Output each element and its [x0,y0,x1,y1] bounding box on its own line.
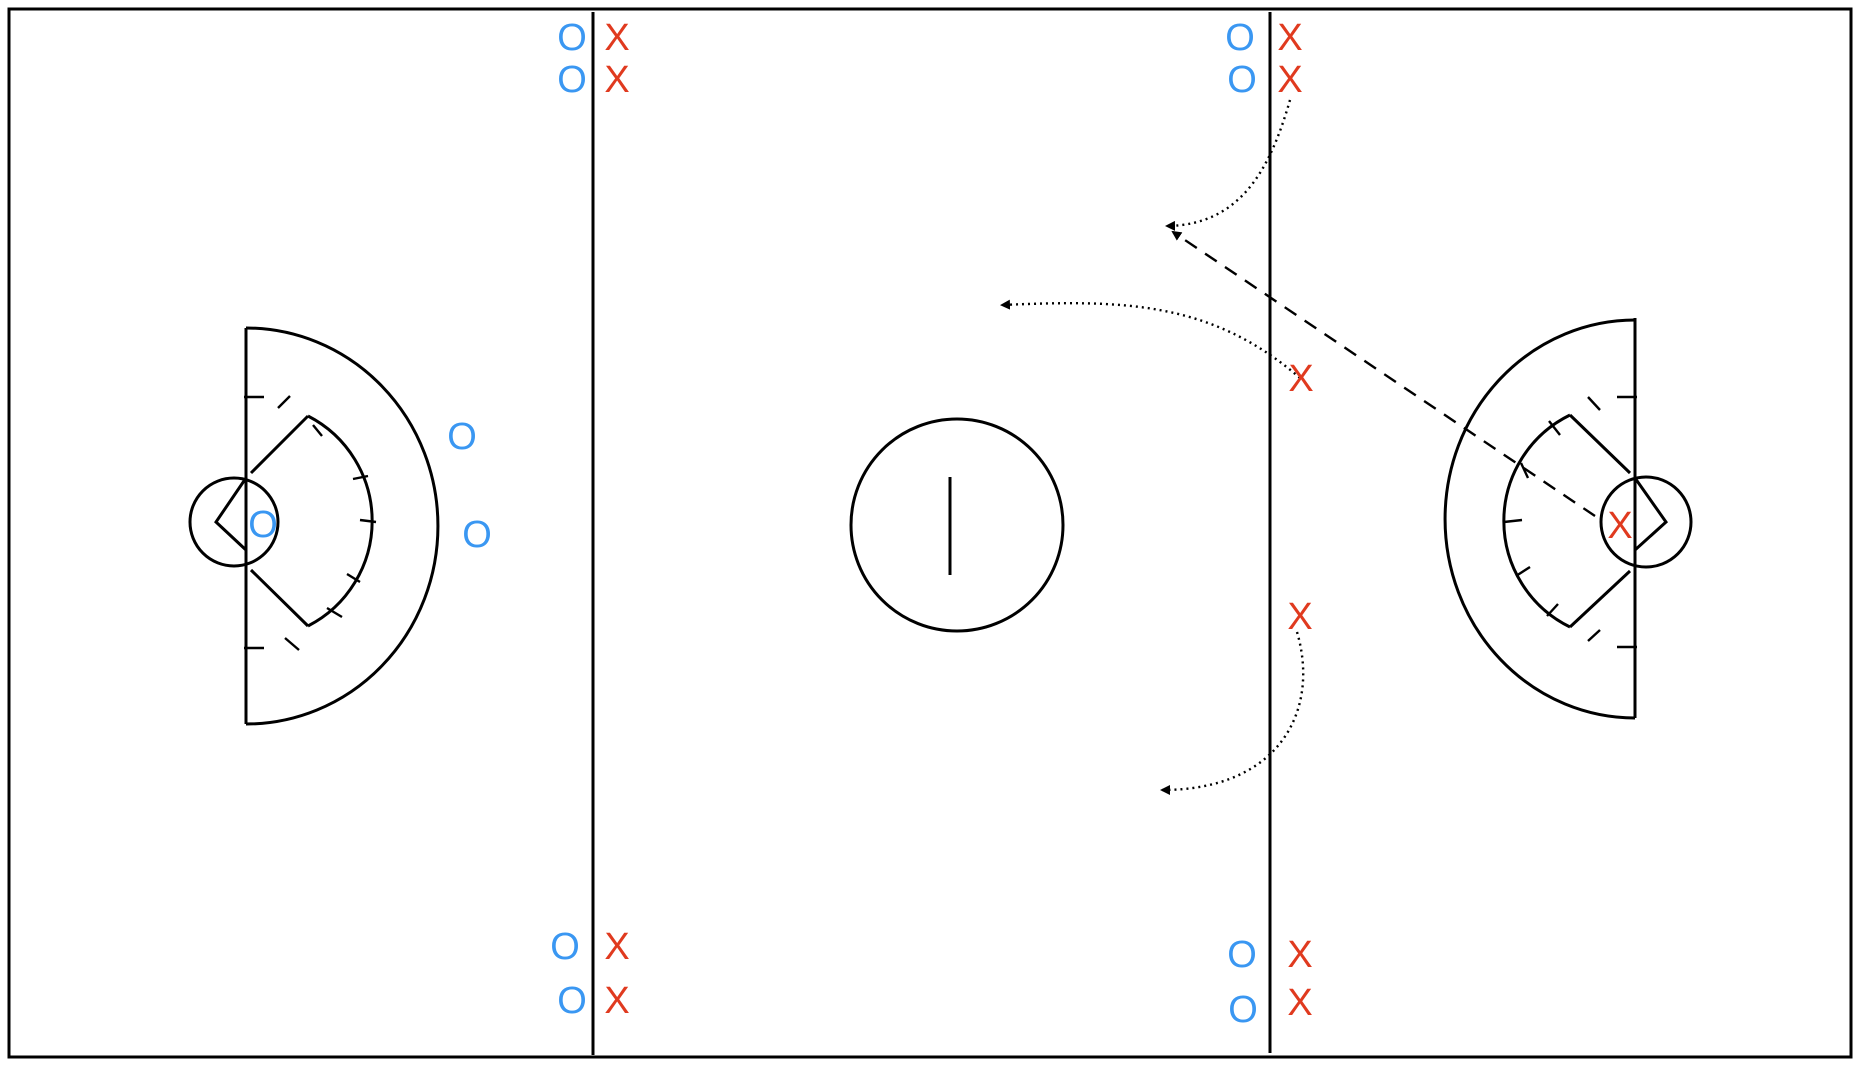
o-player-marker: O [550,926,580,968]
o-player-marker: O [557,59,587,101]
left-goal-area [188,326,440,726]
hash-mark [326,606,343,619]
hash-mark [1519,462,1530,479]
x-player-marker: X [604,926,629,968]
left-goal-triangle [214,473,248,554]
center-circle [849,417,1065,633]
o-player-marker: O [462,514,492,556]
right-goal-circle [1599,475,1693,569]
hash-mark [346,572,361,584]
o-player-marker: O [1228,989,1258,1031]
cut-path-middle [1000,299,1301,379]
hash-mark [284,637,300,651]
x-player-marker: X [1287,596,1312,638]
right-goal-triangle [1633,473,1668,554]
player-markers: O X O X O X O X O O O X X X O X O X O X … [248,17,1632,1031]
left-8m-line-bottom [249,568,310,628]
hash-mark [1587,629,1601,642]
x-player-marker: X [604,980,629,1022]
x-player-marker: X [1287,982,1312,1024]
hash-mark [1587,396,1601,411]
right-8m-line-top [1568,413,1632,475]
o-player-marker: O [447,416,477,458]
hash-mark [312,424,323,437]
field-boundary [7,7,1853,1059]
hash-mark [277,395,291,409]
right-8m-arc [1502,413,1571,629]
left-goal-circle [188,476,280,568]
o-goalie-marker: O [248,504,278,546]
right-goal-area [1443,318,1693,720]
left-8m-line-top [249,414,310,475]
x-player-marker: X [604,59,629,101]
hash-mark [1515,565,1531,578]
cut-path-top [1165,99,1292,231]
x-goalie-marker: X [1607,505,1632,547]
x-player-marker: X [1287,934,1312,976]
o-player-marker: O [1227,59,1257,101]
hash-mark [359,518,377,524]
x-player-marker: X [1277,17,1302,59]
o-player-marker: O [557,17,587,59]
x-player-marker: X [1288,358,1313,400]
right-8m-line-bottom [1568,569,1632,629]
pass-path-dashed [1171,230,1596,517]
o-player-marker: O [557,980,587,1022]
hash-mark [1548,420,1561,436]
cut-path-bottom [1160,631,1305,795]
o-player-marker: O [1225,17,1255,59]
x-player-marker: X [604,17,629,59]
o-player-marker: O [1227,934,1257,976]
hash-mark [1546,603,1559,617]
x-player-marker: X [1277,59,1302,101]
left-fan-arc [245,326,440,726]
right-fan-arc [1443,318,1636,720]
hash-mark [352,474,369,481]
hash-mark [1503,518,1523,524]
